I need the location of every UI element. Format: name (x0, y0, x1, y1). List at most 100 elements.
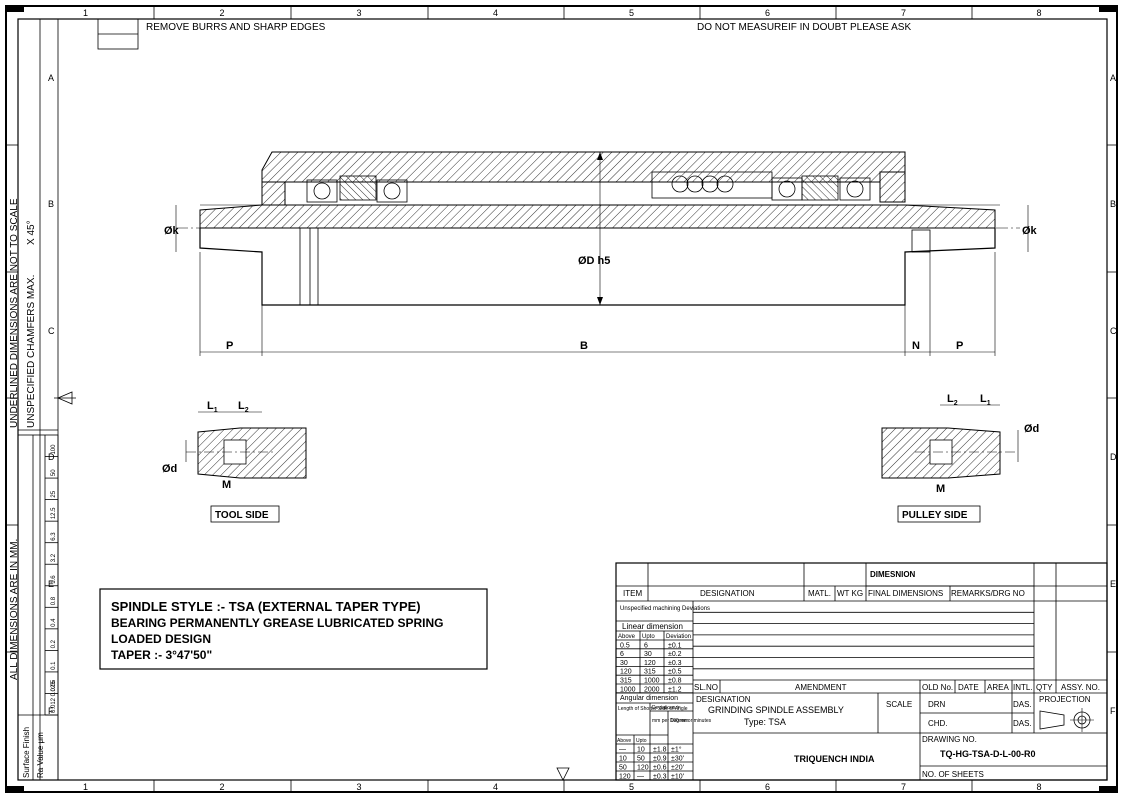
dim-dk-left: Øk (164, 225, 180, 237)
column-label-bottom: 6 (765, 782, 770, 792)
angular-header: Upto (636, 738, 647, 744)
linear-cell: 0.5 (620, 642, 630, 649)
linear-cell: 6 (620, 651, 624, 658)
item-header: ITEM (623, 589, 642, 598)
tool-dd: Ød (162, 463, 177, 475)
remove-burrs-note: REMOVE BURRS AND SHARP EDGES (146, 22, 326, 33)
tool-L2: L2 (238, 400, 249, 414)
matl-header: MATL. (808, 589, 831, 598)
angular-cell: ±1.8 (653, 747, 667, 754)
surface-finish-value: 25 (51, 490, 57, 497)
area-header: AREA (987, 683, 1009, 692)
slno-header: SL.NO (694, 683, 718, 692)
column-label-bottom: 7 (901, 782, 906, 792)
spindle-assembly-section: Øk Øk ØD h5 P B N P (164, 151, 1038, 356)
spec-box: SPINDLE STYLE :- TSA (EXTERNAL TAPER TYP… (99, 588, 488, 670)
row-label-right: D (1110, 452, 1117, 462)
angular-col3a: mm per 100 mm (652, 718, 688, 724)
drn-label: DRN (928, 700, 946, 709)
pulley-side-label: PULLEY SIDE (902, 510, 968, 521)
surface-finish-value: 0.2 (51, 639, 57, 648)
oldno-header: OLD No. (922, 683, 953, 692)
amendment-header: AMENDMENT (795, 683, 847, 692)
angular-cell: — (637, 774, 644, 781)
angular-cell: 120 (619, 774, 631, 781)
linear-cell: ±0.3 (668, 660, 682, 667)
row-label-left: A (48, 73, 54, 83)
wtkg-header: WT KG (837, 589, 863, 598)
ra-value-label: Ra Value μm (36, 732, 45, 778)
linear-cell: 30 (620, 660, 628, 667)
angular-cell: ±0.3 (653, 774, 667, 781)
do-not-measure-note: DO NOT MEASUREIF IN DOUBT PLEASE ASK (697, 22, 911, 33)
angular-cell: — (619, 747, 626, 754)
final-dims-header: FINAL DIMENSIONS (868, 589, 943, 598)
angular-cell: ±10' (671, 774, 684, 781)
chamfers-note: UNSPECIFIED CHAMFERS MAX. (26, 275, 37, 428)
linear-header: Upto (642, 634, 655, 640)
angular-cell: ±20' (671, 765, 684, 772)
date-header: DATE (958, 683, 979, 692)
surface-finish-label: Surface Finish (22, 727, 31, 778)
no-of-sheets-label: NO. OF SHEETS (922, 770, 984, 779)
center-marker-bottom-icon (556, 767, 570, 781)
surface-finish-value: 50 (51, 469, 57, 476)
angular-cell: 10 (637, 747, 645, 754)
column-label-top: 1 (83, 8, 88, 18)
column-label-top: 8 (1037, 8, 1042, 18)
column-label-top: 6 (765, 8, 770, 18)
surface-finish-value: 0.4 (51, 618, 57, 627)
linear-cell: 120 (644, 660, 656, 667)
pulley-dd: Ød (1024, 423, 1039, 435)
linear-cell: ±1.2 (668, 686, 682, 693)
all-dimensions-note: ALL DIMENSIONS ARE IN MM. (9, 539, 20, 680)
das-label-1: DAS. (1013, 700, 1032, 709)
drawing-no-value: TQ-HG-TSA-D-L-00-R0 (940, 749, 1036, 759)
row-label-left: B (48, 199, 54, 209)
drawing-no-label: DRAWING NO. (922, 735, 977, 744)
angular-cell: 120 (637, 765, 649, 772)
linear-cell: ±0.1 (668, 642, 682, 649)
linear-cell: 30 (644, 651, 652, 658)
row-label-right: B (1110, 199, 1116, 209)
row-label-right: C (1110, 326, 1117, 336)
linear-header: Deviation (666, 634, 691, 640)
angular-col2: Deviations in (652, 705, 681, 711)
linear-cell: 6 (644, 642, 648, 649)
surface-finish-value: 0.8 (51, 596, 57, 605)
linear-cell: 120 (620, 669, 632, 676)
surface-finish-value: 12.5 (51, 507, 57, 519)
type-value: Type: TSA (744, 717, 786, 727)
column-label-top: 3 (357, 8, 362, 18)
chamfer-value: X 45° (26, 220, 37, 245)
column-label-top: 5 (629, 8, 634, 18)
surface-finish-value: 6.3 (51, 532, 57, 541)
tool-side-label: TOOL SIDE (215, 510, 269, 521)
das-label-2: DAS. (1013, 719, 1032, 728)
row-label-left: E (48, 579, 54, 589)
chd-label: CHD. (928, 719, 948, 728)
tool-M: M (222, 479, 231, 491)
linear-dimension-label: Linear dimension (622, 622, 683, 631)
intl-header: INTL. (1013, 683, 1033, 692)
outer-border (5, 5, 1118, 793)
column-label-top: 7 (901, 8, 906, 18)
scale-label: SCALE (886, 700, 912, 709)
spec-line-2: BEARING PERMANENTLY GREASE LUBRICATED SP… (111, 616, 443, 630)
surface-finish-value: 0.05 (51, 679, 57, 691)
dim-P-left: P (226, 340, 233, 352)
linear-cell: ±0.8 (668, 678, 682, 685)
angular-cell: ±30' (671, 756, 684, 763)
pulley-L2: L2 (947, 393, 958, 407)
spec-line-4: TAPER :- 3°47'50" (111, 648, 212, 662)
angular-cell: 10 (619, 756, 627, 763)
dimesnion-header: DIMESNION (870, 570, 916, 579)
spec-line-1: SPINDLE STYLE :- TSA (EXTERNAL TAPER TYP… (111, 599, 421, 614)
company-name: TRIQUENCH INDIA (794, 754, 875, 764)
qty-header: QTY (1036, 683, 1053, 692)
dim-B: B (580, 340, 588, 352)
dim-P-right: P (956, 340, 963, 352)
pulley-L1: L1 (980, 393, 991, 407)
